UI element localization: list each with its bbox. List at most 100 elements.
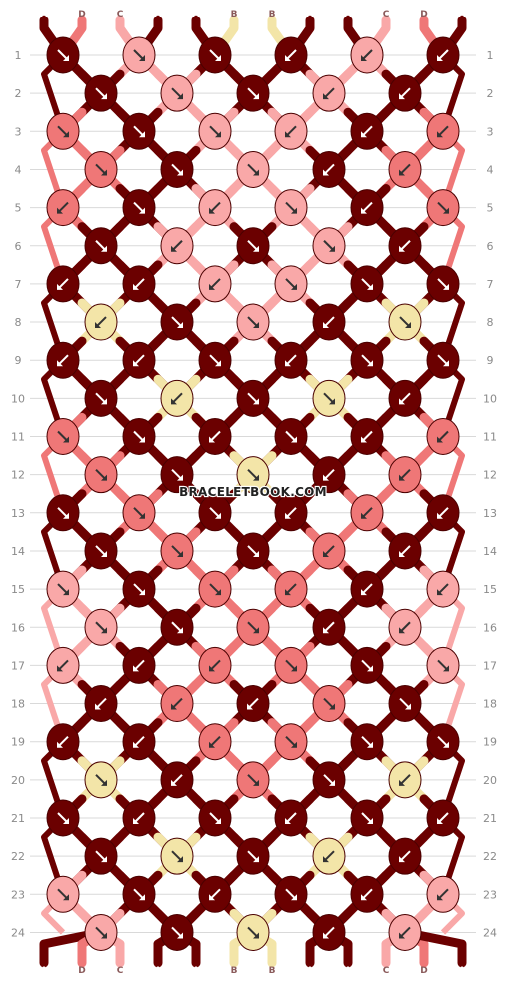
knot	[426, 36, 460, 74]
arrow-down-left-icon	[437, 507, 449, 519]
arrow-down-left-icon	[323, 850, 335, 863]
arrow-down-left-icon	[57, 354, 69, 367]
knot	[236, 532, 270, 570]
strand-letter: D	[420, 966, 427, 976]
row-number: 3	[487, 125, 494, 138]
knot	[198, 723, 232, 761]
arrow-down-left-icon	[361, 430, 373, 443]
arrow-down-right-icon	[209, 583, 221, 596]
arrow-down-right-icon	[209, 507, 221, 519]
arrow-down-left-icon	[323, 316, 335, 329]
knot	[274, 646, 308, 684]
row-number: 5	[15, 202, 22, 215]
arrow-down-left-icon	[437, 430, 449, 443]
arrow-down-right-icon	[95, 240, 107, 252]
knot	[160, 456, 194, 494]
watermark-text: BRACELETBOOK.COM	[179, 485, 327, 499]
knot	[236, 150, 270, 188]
arrow-down-left-icon	[323, 621, 335, 634]
knot	[312, 456, 346, 494]
knot	[388, 685, 422, 723]
arrow-down-right-icon	[133, 888, 145, 901]
strand-letter: A	[193, 966, 200, 976]
arrow-down-right-icon	[361, 278, 373, 290]
knot	[426, 875, 460, 913]
knot	[122, 799, 156, 837]
arrow-down-left-icon	[209, 278, 221, 290]
arrow-down-right-icon	[285, 201, 297, 214]
arrow-down-right-icon	[247, 545, 259, 557]
knot	[46, 646, 80, 684]
knot	[388, 532, 422, 570]
knot	[84, 837, 118, 875]
arrow-down-right-icon	[171, 850, 183, 863]
knot	[122, 723, 156, 761]
knot	[274, 418, 308, 455]
arrow-down-left-icon	[361, 201, 373, 214]
row-number: 1	[15, 49, 22, 62]
knot	[46, 265, 80, 303]
strand-letter: B	[231, 10, 238, 20]
arrow-down-right-icon	[323, 240, 335, 252]
row-number: 11	[483, 431, 497, 444]
arrow-down-right-icon	[247, 316, 259, 329]
arrow-down-right-icon	[95, 545, 107, 557]
arrow-down-left-icon	[399, 926, 411, 939]
knot	[160, 685, 194, 723]
knot	[350, 494, 384, 532]
knot	[350, 36, 384, 74]
arrow-down-right-icon	[171, 926, 183, 939]
knot	[236, 456, 270, 494]
arrow-down-right-icon	[57, 125, 69, 138]
knot	[350, 646, 384, 684]
strand-letter: B	[269, 966, 276, 976]
arrow-down-left-icon	[95, 697, 107, 710]
knot	[236, 608, 270, 646]
strand-letter: A	[307, 10, 314, 20]
knot	[236, 227, 270, 265]
arrow-down-right-icon	[133, 507, 145, 519]
arrow-down-right-icon	[133, 201, 145, 214]
knot	[160, 913, 194, 951]
knot	[274, 112, 308, 150]
knot	[388, 150, 422, 188]
knot	[312, 303, 346, 341]
arrow-down-right-icon	[247, 240, 259, 252]
arrow-down-right-icon	[323, 697, 335, 710]
strand-letter: B	[231, 966, 238, 976]
row-number: 20	[11, 774, 25, 787]
knot	[122, 265, 156, 303]
arrow-down-right-icon	[361, 659, 373, 672]
knot	[350, 799, 384, 837]
arrow-down-right-icon	[247, 774, 259, 786]
arrow-down-left-icon	[323, 926, 335, 939]
arrow-down-right-icon	[57, 583, 69, 596]
row-number: 17	[483, 659, 497, 672]
arrow-down-left-icon	[133, 354, 145, 367]
arrow-down-right-icon	[171, 468, 183, 481]
knot	[84, 74, 118, 112]
knot	[312, 227, 346, 265]
arrow-down-right-icon	[95, 163, 107, 176]
knot	[312, 379, 346, 417]
arrow-down-right-icon	[133, 583, 145, 596]
knot	[312, 608, 346, 646]
arrow-down-right-icon	[247, 468, 259, 481]
arrow-down-right-icon	[361, 354, 373, 367]
knot	[198, 189, 232, 227]
knot	[236, 74, 270, 112]
knot	[388, 379, 422, 417]
arrow-down-left-icon	[323, 87, 335, 100]
knot	[84, 685, 118, 723]
arrow-down-right-icon	[437, 278, 449, 290]
arrow-down-right-icon	[361, 735, 373, 748]
row-number: 21	[11, 812, 25, 825]
knot	[426, 570, 460, 608]
knot	[160, 837, 194, 875]
row-number: 22	[483, 850, 497, 863]
row-number: 3	[15, 125, 22, 138]
knot	[236, 303, 270, 341]
